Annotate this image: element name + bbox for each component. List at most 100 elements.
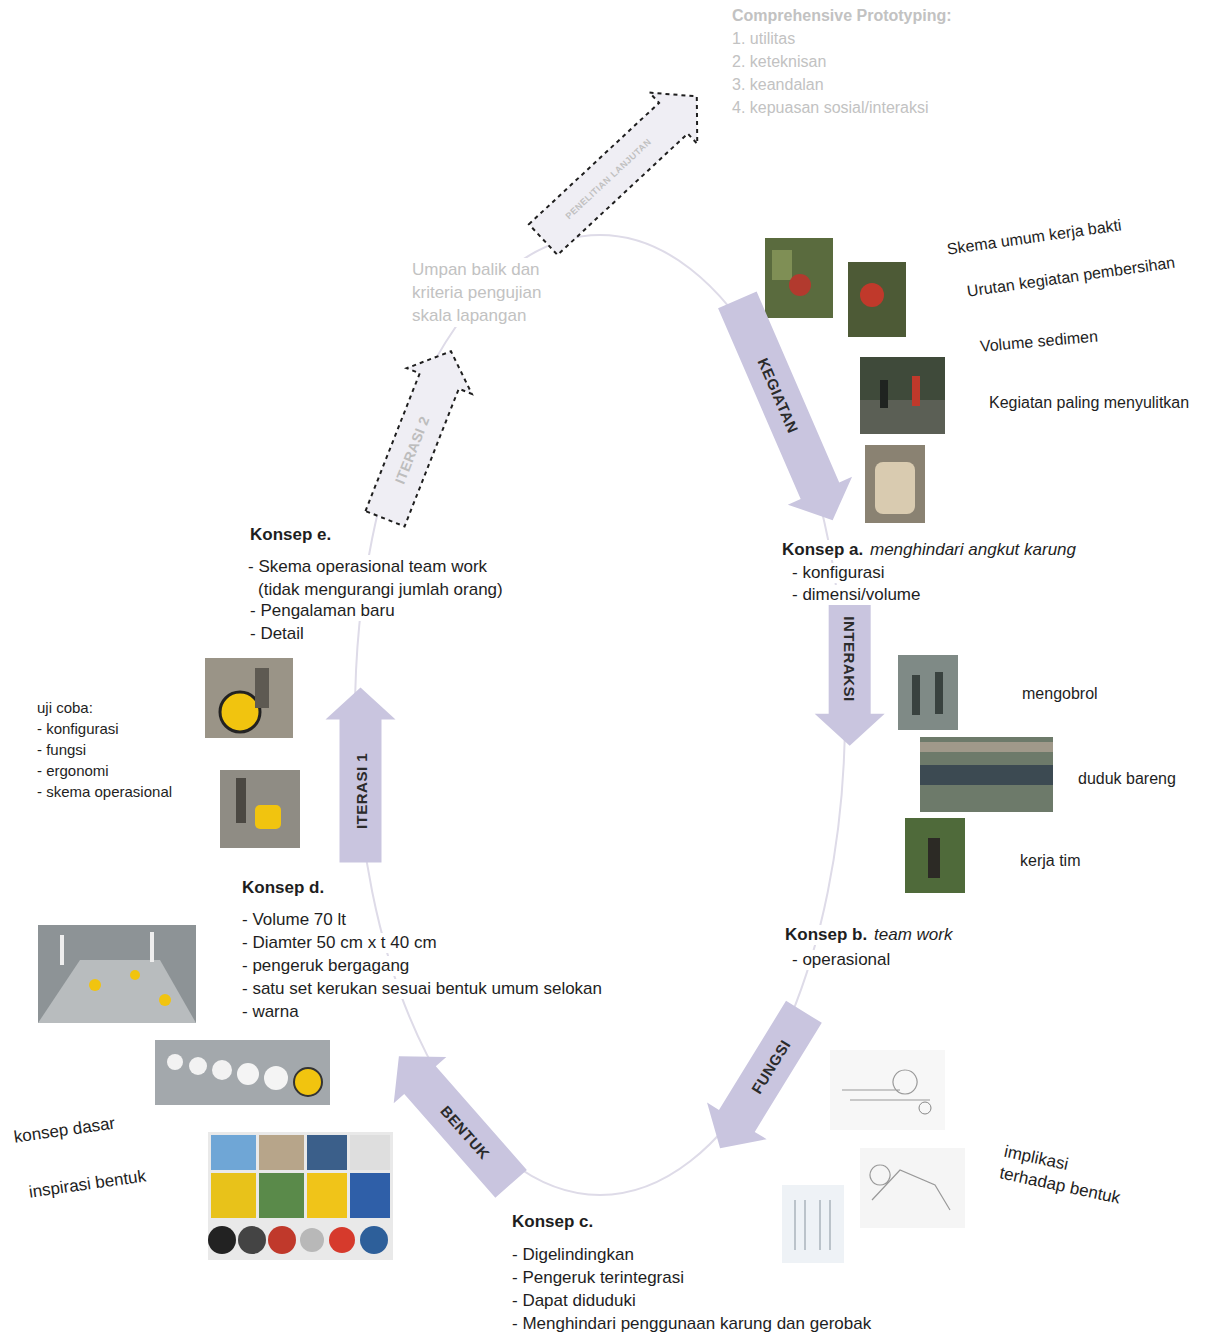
diagram-label: kerja tim: [1018, 851, 1082, 870]
sketch-line: [919, 1102, 931, 1114]
photo: [920, 737, 1053, 812]
photo-detail: [920, 765, 1053, 785]
diagram-label: - Volume 70 lt: [240, 910, 348, 930]
collage: [208, 1132, 393, 1260]
photo-detail: [255, 805, 281, 829]
diagram-label: - warna: [240, 1002, 301, 1022]
diagram-label: 4. kepuasan sosial/interaksi: [730, 98, 931, 117]
render: [38, 925, 196, 1023]
concept-heading: Konsep d.: [240, 878, 326, 898]
photo-detail: [920, 742, 1053, 752]
sketch: [830, 1050, 945, 1130]
flow-arrow: INTERAKSI: [815, 604, 885, 745]
diagram-label: mengobrol: [1020, 684, 1100, 703]
render-figure: [60, 935, 64, 965]
photo-detail: [928, 838, 940, 878]
diagram-label: team work: [872, 925, 954, 945]
sketch-line: [795, 1200, 830, 1250]
sketch: [860, 1148, 965, 1228]
diagram-label: Kegiatan paling menyulitkan: [987, 393, 1191, 412]
collage-tile: [360, 1226, 388, 1254]
photo-detail: [220, 692, 260, 732]
render-figure: [150, 932, 154, 962]
photo: [205, 658, 300, 848]
diagram-label: - skema operasional: [35, 783, 174, 801]
collage: [208, 1132, 393, 1260]
collage-tile: [350, 1135, 390, 1170]
collage-tile: [307, 1135, 347, 1170]
arrow-shape: [325, 688, 395, 863]
arrow-shape: [705, 286, 865, 534]
collage-tile: [211, 1173, 256, 1218]
collage-tile: [307, 1173, 347, 1218]
photo: [220, 770, 300, 848]
concept-heading: Konsep a.: [780, 540, 865, 560]
render: [155, 1040, 330, 1105]
photo: [205, 658, 293, 738]
photo-detail: [880, 380, 888, 408]
arrow-shape: [373, 1033, 538, 1207]
photo-detail: [860, 283, 884, 307]
arrow-shape: [690, 994, 833, 1167]
photo-detail: [255, 668, 269, 708]
arrow-shape: [352, 338, 483, 531]
arrow-label: INTERAKSI: [842, 616, 859, 701]
collage-tile: [259, 1173, 304, 1218]
photo: [860, 357, 945, 434]
flow-arrow: ITERASI 1: [325, 688, 395, 863]
render-floor: [38, 960, 196, 1023]
concept-heading: Konsep e.: [248, 525, 333, 545]
concept-heading: Comprehensive Prototyping:: [730, 6, 954, 25]
photo: [865, 445, 925, 523]
diagram-label: 2. keteknisan: [730, 52, 828, 71]
photo-detail: [912, 675, 920, 715]
collage-tile: [238, 1226, 266, 1254]
diagram-label: - Diamter 50 cm x t 40 cm: [240, 933, 439, 953]
render-wheel: [237, 1063, 259, 1085]
sketch: [782, 1050, 965, 1263]
photo-detail: [236, 778, 246, 823]
diagram-label: - satu set kerukan sesuai bentuk umum se…: [240, 979, 604, 999]
flow-arrow: KEGIATAN: [705, 286, 865, 534]
sketch: [782, 1185, 844, 1263]
render-wheel: [159, 994, 171, 1006]
photo-detail: [772, 250, 792, 280]
sketch-line: [870, 1165, 950, 1210]
photo-detail: [860, 400, 945, 434]
photo-detail: [875, 462, 915, 514]
arrow-shape: [519, 71, 720, 265]
collage-tile: [208, 1226, 236, 1254]
diagram-label: 3. keandalan: [730, 75, 826, 94]
flow-arrow: FUNGSI: [690, 994, 833, 1167]
render-wheel: [212, 1060, 232, 1080]
diagram-label: - Pengalaman baru: [248, 601, 397, 621]
photo-detail: [789, 274, 811, 296]
diagram-label: - dimensi/volume: [790, 585, 923, 605]
collage-tile: [350, 1173, 390, 1218]
diagram-label: 1. utilitas: [730, 29, 797, 48]
photo: [905, 818, 965, 893]
render-wheel: [294, 1068, 322, 1096]
photo-detail: [935, 672, 943, 714]
diagram-label: Umpan balik dan kriteria pengujian skala…: [410, 258, 564, 327]
diagram-label: Urutan kegiatan pembersihan: [964, 252, 1178, 301]
flow-arrow: ITERASI 2: [352, 338, 483, 531]
concept-heading: Konsep c.: [510, 1212, 595, 1232]
diagram-label: - fungsi: [35, 741, 88, 759]
render-wheel: [167, 1054, 183, 1070]
collage-tile: [259, 1135, 304, 1170]
diagram-label: - operasional: [790, 950, 892, 970]
arrow-shape: [815, 604, 885, 745]
sketch-line: [842, 1070, 930, 1100]
render-wheel: [189, 1057, 207, 1075]
diagram-label: konsep dasar: [11, 1113, 119, 1148]
photo: [898, 655, 958, 730]
diagram-label: uji coba:: [35, 699, 95, 717]
diagram-label: - konfigurasi: [35, 720, 121, 738]
diagram-label: - Skema operasional team work (tidak men…: [248, 555, 535, 601]
diagram-label: Skema umum kerja bakti: [944, 215, 1125, 259]
diagram-label: duduk bareng: [1076, 769, 1178, 788]
render-wheel: [264, 1066, 288, 1090]
photo-detail: [912, 376, 920, 406]
arrow-label: ITERASI 1: [352, 753, 369, 829]
